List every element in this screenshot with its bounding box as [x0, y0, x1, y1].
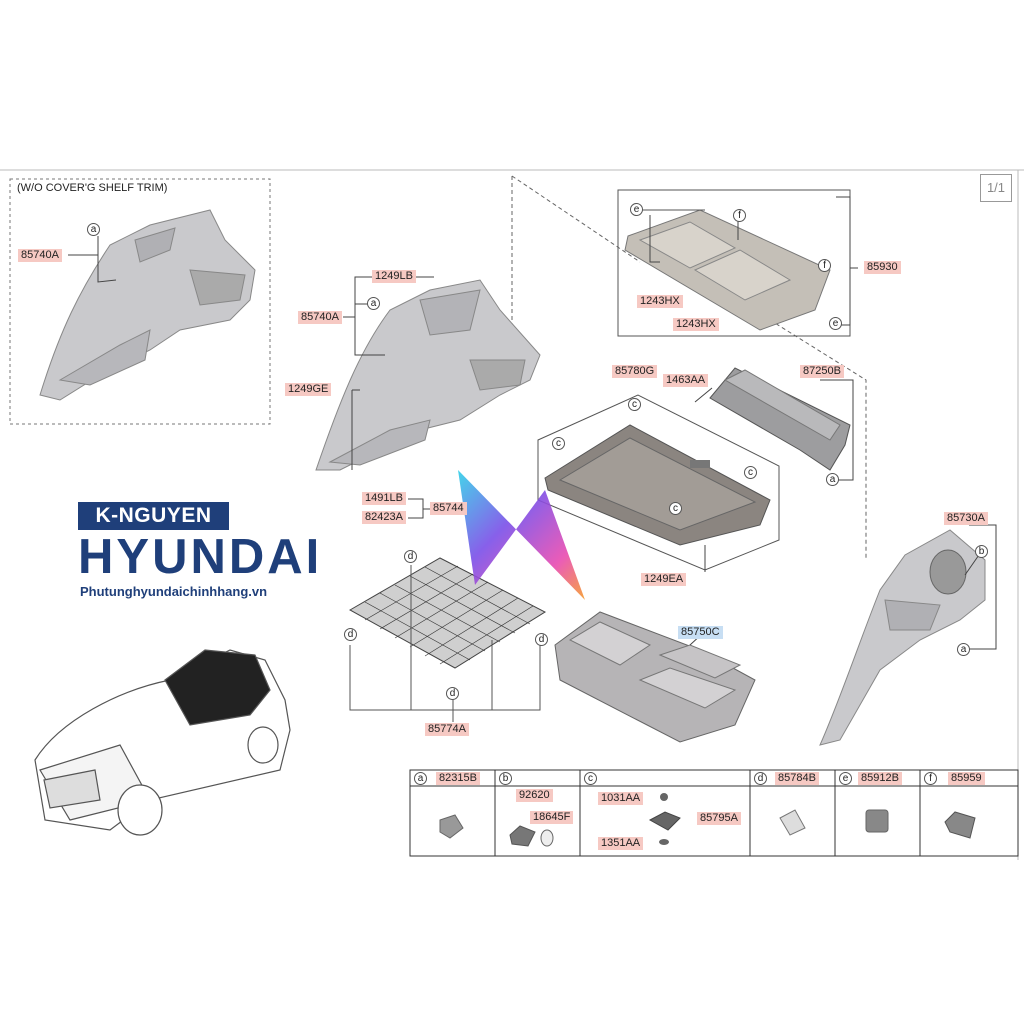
transverse-trim-shape — [709, 367, 851, 471]
vehicle-overview-shape — [34, 649, 291, 836]
legend-part-1031AA[interactable]: 1031AA — [598, 792, 644, 805]
logo-website: Phutunghyundaichinhhang.vn — [80, 584, 268, 599]
callout-b-quarter: b — [975, 545, 988, 558]
callout-d-top: d — [404, 550, 417, 563]
callout-c-right: c — [744, 466, 757, 479]
part-label-85740A-inset[interactable]: 85740A — [18, 249, 62, 262]
legend-part-92620[interactable]: 92620 — [516, 789, 553, 802]
part-label-85774A[interactable]: 85774A — [425, 723, 469, 736]
callout-d-bottom: d — [446, 687, 459, 700]
legend-table-grid — [409, 769, 1019, 857]
part-label-1463AA[interactable]: 1463AA — [663, 374, 709, 387]
legend-part-85795A[interactable]: 85795A — [697, 812, 741, 825]
part-label-85930[interactable]: 85930 — [864, 261, 901, 274]
legend-part-18645F[interactable]: 18645F — [530, 811, 574, 824]
callout-a-trim: a — [826, 473, 839, 486]
luggage-tray-shape — [554, 611, 756, 743]
legend-key-c: c — [584, 772, 597, 785]
dashed-leader-3 — [769, 319, 867, 560]
part-label-1249EA[interactable]: 1249EA — [641, 573, 687, 586]
legend-part-82315B[interactable]: 82315B — [436, 772, 480, 785]
legend-key-d: d — [754, 772, 767, 785]
callout-c-bottom: c — [669, 502, 682, 515]
callout-a-quarter-rh: a — [957, 643, 970, 656]
part-label-85740A[interactable]: 85740A — [298, 311, 342, 324]
dashed-leader-2 — [511, 175, 641, 263]
luggage-board-shape — [544, 424, 771, 546]
rh-quarter-trim-shape — [819, 529, 986, 746]
callout-a-inset: a — [87, 223, 100, 236]
legend-key-e: e — [839, 772, 852, 785]
pointer-arrow-graphic — [458, 470, 585, 600]
part-label-85780G[interactable]: 85780G — [612, 365, 658, 378]
covering-shelf-shape — [624, 209, 831, 331]
inset-quarter-trim-shape — [39, 209, 256, 401]
cargo-net-leaders — [349, 565, 541, 722]
part-label-1249LB[interactable]: 1249LB — [372, 270, 416, 283]
cargo-net-shape — [348, 557, 547, 669]
callout-a-quarter: a — [367, 297, 380, 310]
legend-part-85912B[interactable]: 85912B — [858, 772, 902, 785]
page-indicator: 1/1 — [980, 174, 1012, 202]
legend-part-icons — [439, 793, 976, 847]
logo-brand-main: HYUNDAI — [78, 530, 323, 584]
legend-key-b: b — [499, 772, 512, 785]
part-label-1243HX-b[interactable]: 1243HX — [673, 318, 719, 331]
callout-e-bottom: e — [829, 317, 842, 330]
part-label-1249GE[interactable]: 1249GE — [285, 383, 332, 396]
callout-e-top: e — [630, 203, 643, 216]
callout-c-top: c — [628, 398, 641, 411]
quarter-trim-shape — [315, 279, 541, 471]
legend-part-85784B[interactable]: 85784B — [775, 772, 819, 785]
leader-lines — [68, 196, 997, 650]
callout-f-right: f — [818, 259, 831, 272]
logo-brand-top: K-NGUYEN — [78, 502, 229, 530]
callout-f-top: f — [733, 209, 746, 222]
callout-c-left: c — [552, 437, 565, 450]
legend-part-1351AA[interactable]: 1351AA — [598, 837, 644, 850]
callout-d-right: d — [535, 633, 548, 646]
legend-key-a: a — [414, 772, 427, 785]
part-label-1491LB[interactable]: 1491LB — [362, 492, 406, 505]
part-label-82423A[interactable]: 82423A — [362, 511, 406, 524]
part-label-85750C[interactable]: 85750C — [678, 626, 723, 639]
inset-note: (W/O COVER'G SHELF TRIM) — [17, 182, 168, 194]
legend-part-85959[interactable]: 85959 — [948, 772, 985, 785]
part-label-85744[interactable]: 85744 — [430, 502, 467, 515]
legend-key-f: f — [924, 772, 937, 785]
callout-d-left: d — [344, 628, 357, 641]
part-label-85730A[interactable]: 85730A — [944, 512, 988, 525]
part-label-87250B[interactable]: 87250B — [800, 365, 844, 378]
part-label-1243HX-a[interactable]: 1243HX — [637, 295, 683, 308]
